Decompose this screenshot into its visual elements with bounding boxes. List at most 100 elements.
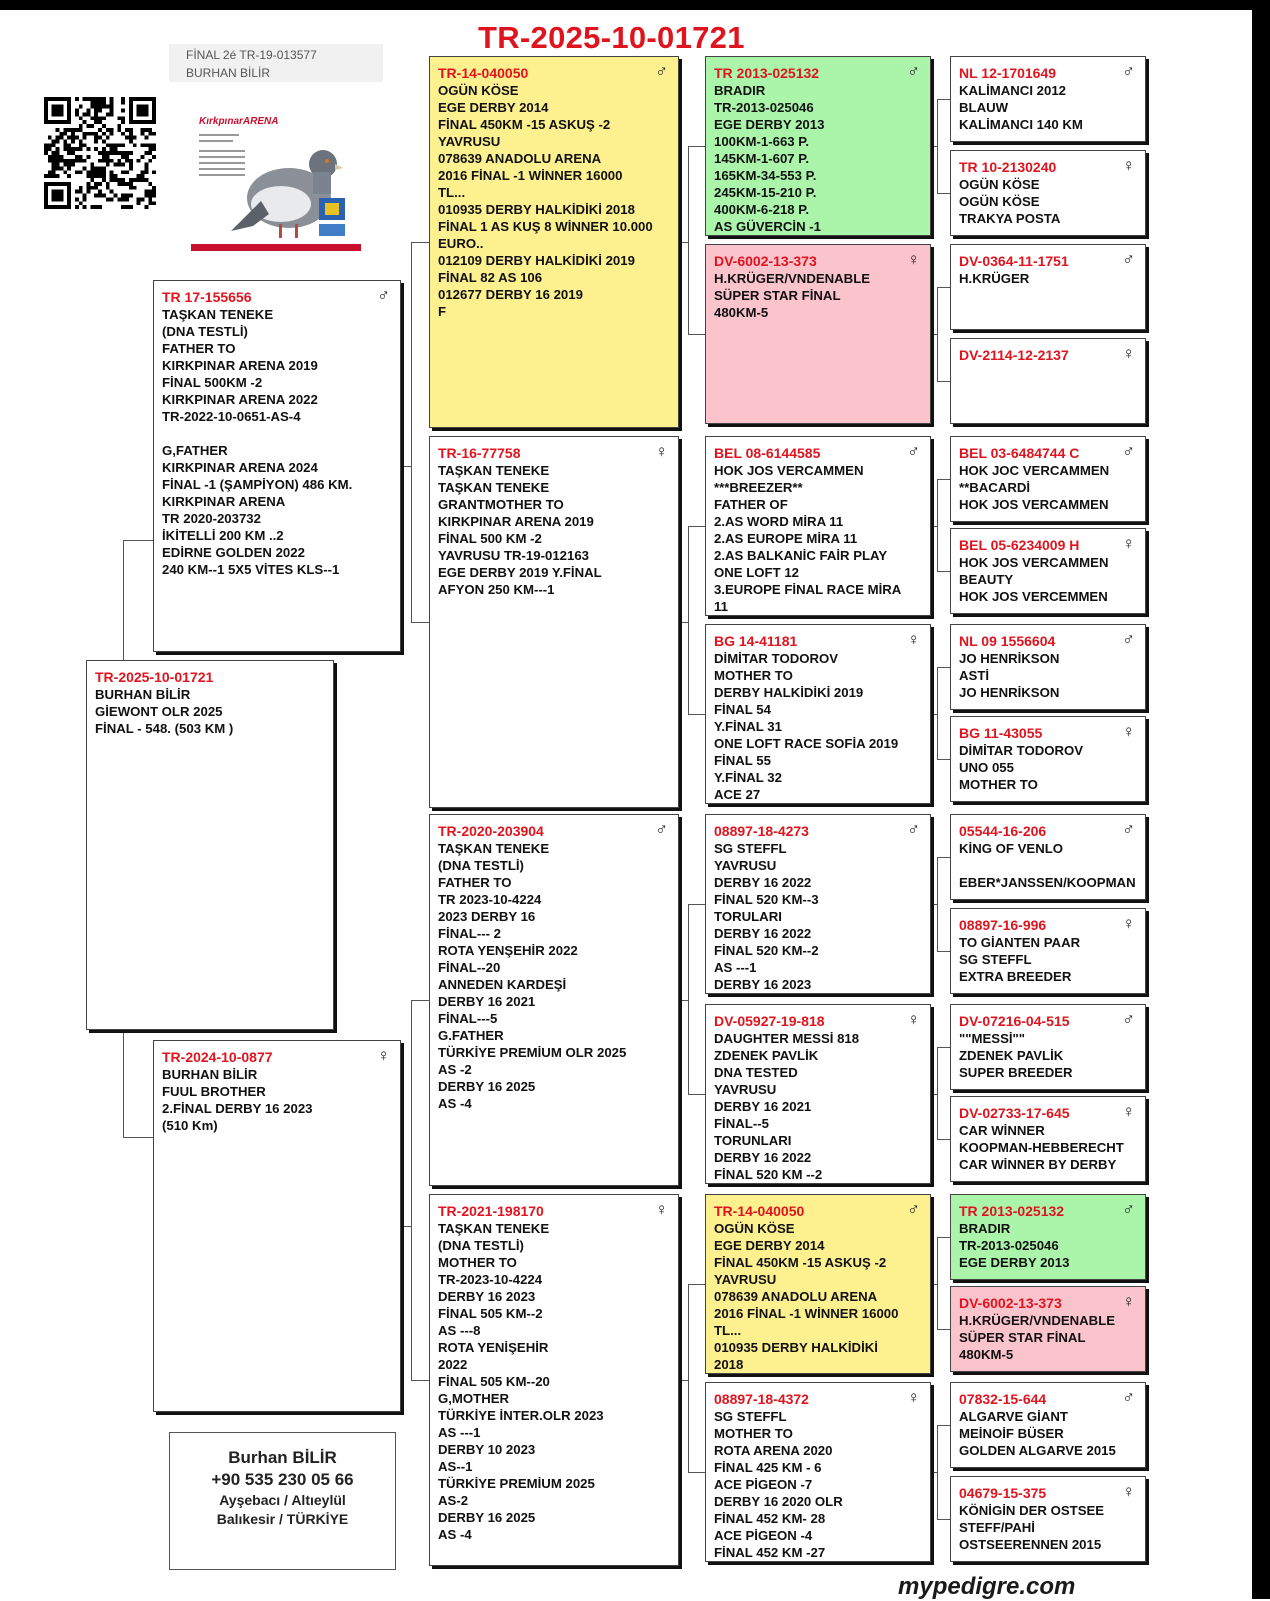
pedigree-connector-line: [937, 1139, 950, 1140]
bird-info-line: DERBY 16 2022: [714, 1150, 812, 1165]
pedigree-connector-line: [937, 479, 950, 480]
bird-info-line: GOLDEN ALGARVE 2015: [959, 1443, 1116, 1458]
breeder-address-line2: Balıkesir / TÜRKİYE: [216, 1511, 349, 1527]
ring-number: TR-2025-10-01721: [95, 669, 214, 685]
bird-info-line: TÜRKİYE PREMİUM OLR 2025: [438, 1045, 627, 1060]
bird-info-line: FUUL BROTHER: [162, 1084, 266, 1099]
female-symbol-icon: ♀: [1122, 1292, 1135, 1311]
bird-info-line: DERBY 16 2022: [714, 926, 812, 941]
bird-info-line: TAŞKAN TENEKE: [438, 463, 550, 478]
bird-info-line: DERBY 16 2021: [438, 994, 536, 1009]
bird-info-line: DERBY 16 2025: [438, 1510, 536, 1525]
bird-info-line: STEFF/PAHİ: [959, 1520, 1035, 1535]
bird-info-line: 240 KM--1 5X5 VİTES KLS--1: [162, 562, 340, 577]
ring-number: TR-16-77758: [438, 445, 521, 461]
bird-info-line: 078639 ANADOLU ARENA: [714, 1289, 878, 1304]
pedigree-connector-line: [411, 242, 412, 622]
pedigree-connector-line: [937, 1425, 950, 1426]
pedigree-connector-line: [937, 1329, 950, 1330]
bird-info-line: FİNAL 425 KM - 6: [714, 1460, 822, 1475]
ring-number: BG 14-41181: [714, 633, 798, 649]
pedigree-connector-line: [937, 857, 938, 951]
male-symbol-icon: ♂: [1122, 250, 1135, 269]
bird-info-line: MOTHER TO: [959, 777, 1038, 792]
bird-info-line: AFYON 250 KM---1: [438, 582, 555, 597]
pedigree-connector-line: [688, 146, 705, 147]
ring-number: NL 12-1701649: [959, 65, 1057, 81]
bird-info-line: TL...: [438, 185, 466, 200]
bird-info-line: TO GİANTEN PAAR: [959, 935, 1081, 950]
male-symbol-icon: ♂: [1122, 1200, 1135, 1219]
female-symbol-icon: ♀: [377, 1046, 390, 1065]
pedigree-connector-line: [401, 1226, 411, 1227]
photo-caption: FİNAL 2é TR-19-013577 BURHAN BİLİR: [169, 44, 383, 82]
pedigree-connector-line: [679, 1380, 688, 1381]
pedigree-connector-line: [937, 1237, 950, 1238]
qr-code: [44, 97, 156, 209]
bird-info-line: CAR WİNNER: [959, 1123, 1045, 1138]
bird-info-line: KOOPMAN-HEBBERECHT: [959, 1140, 1124, 1155]
bird-info-line: ACE PİGEON -7: [714, 1477, 813, 1492]
bird-info-line: JO HENRİKSON: [959, 685, 1060, 700]
pedigree-connector-line: [937, 99, 950, 100]
pedigree-connector-line: [937, 381, 950, 382]
bird-info-line: EGE DERBY 2013: [959, 1255, 1070, 1270]
bird-info-line: DERBY 16 2025: [438, 1079, 536, 1094]
pedigree-connector-line: [931, 334, 937, 335]
female-symbol-icon: ♀: [1122, 534, 1135, 553]
pedigree-connector-line: [688, 1284, 705, 1285]
pedigree-connector-line: [937, 857, 950, 858]
bird-info-line: FİNAL--- 2: [438, 926, 501, 941]
bird-info-line: MOTHER TO: [714, 1426, 793, 1441]
bird-info-line: FİNAL 520 KM--3: [714, 892, 819, 907]
female-symbol-icon: ♀: [655, 442, 668, 461]
sdss-card: BEL 03-6484744 C♂HOK JOC VERCAMMEN**BACA…: [950, 436, 1146, 522]
ssds-card: DV-0364-11-1751♂H.KRÜGER: [950, 244, 1146, 330]
bird-info-line: SUPER BREEDER: [959, 1065, 1073, 1080]
pedigree-connector-line: [123, 540, 153, 541]
bird-info-line: KIRKPINAR ARENA: [162, 494, 286, 509]
ring-number: TR 2013-025132: [714, 65, 820, 81]
pedigree-connector-line: [931, 714, 937, 715]
photo-card: FİNAL 2é TR-19-013577 BURHAN BİLİR Kırkp…: [169, 44, 383, 254]
bird-info-line: 165KM-34-553 P.: [714, 168, 817, 183]
bird-info-line: FİNAL 452 KM- 28: [714, 1511, 826, 1526]
bird-info-line: 11: [714, 599, 728, 614]
bird-info-line: 010935 DERBY HALKİDİKİ: [714, 1340, 878, 1355]
bird-info-line: TR 2020-203732: [162, 511, 261, 526]
bird-info-line: FATHER OF: [714, 497, 788, 512]
bird-info-line: 2.AS EUROPE MİRA 11: [714, 531, 858, 546]
female-symbol-icon: ♀: [1122, 914, 1135, 933]
bird-info-line: ANNEDEN KARDEŞİ: [438, 977, 567, 992]
bird-info-line: EGE DERBY 2019 Y.FİNAL: [438, 565, 602, 580]
ring-number: 07832-15-644: [959, 1391, 1047, 1407]
footer-site-name: mypedigre.com: [898, 1573, 1076, 1600]
bird-info-line: 245KM-15-210 P.: [714, 185, 817, 200]
pedigree-connector-line: [937, 287, 950, 288]
sds-card: BEL 08-6144585♂HOK JOS VERCAMMEN***BREEZ…: [705, 436, 931, 616]
ssdd-card: DV-2114-12-2137♀: [950, 338, 1146, 424]
bird-info-line: AS -2: [438, 1062, 472, 1077]
pedigree-connector-line: [688, 904, 689, 1094]
bird-info-line: JO HENRİKSON: [959, 651, 1060, 666]
female-symbol-icon: ♀: [1122, 344, 1135, 363]
sire-card: TR 17-155656♂TAŞKAN TENEKE(DNA TESTLİ)FA…: [153, 280, 401, 652]
bird-info-line: FİNAL 520 KM --2: [714, 1167, 823, 1182]
ring-number: TR-2024-10-0877: [162, 1049, 273, 1065]
bird-info-line: 2016 FİNAL -1 WİNNER 16000: [714, 1306, 899, 1321]
bird-info-line: FİNAL -1 (ŞAMPİYON) 486 KM.: [162, 477, 353, 492]
bird-info-line: FİNAL 520 KM--2: [714, 943, 819, 958]
pedigree-connector-line: [411, 1380, 429, 1381]
bird-info-line: KALİMANCI 2012: [959, 83, 1066, 98]
bird-info-line: ACE 27: [714, 787, 761, 802]
male-symbol-icon: ♂: [1122, 820, 1135, 839]
bird-info-line: İKİTELLİ 200 KM ..2: [162, 528, 284, 543]
bird-info-line: MEİNOİF BÜSER: [959, 1426, 1064, 1441]
pedigree-connector-line: [931, 526, 937, 527]
male-symbol-icon: ♂: [1122, 630, 1135, 649]
